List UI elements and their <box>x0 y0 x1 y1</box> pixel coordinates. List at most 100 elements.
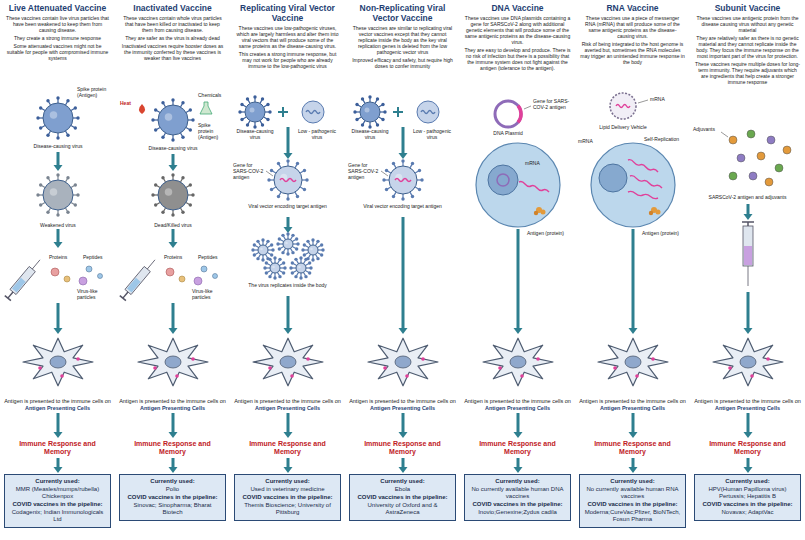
flow-arrow <box>57 413 60 433</box>
illustration-label: mRNA <box>525 160 547 166</box>
spike-protein <box>392 162 395 165</box>
illustration-label: Gene for SARS-COV-2 antigen <box>233 162 265 180</box>
arrow-head <box>744 328 753 334</box>
spike-protein <box>46 176 49 179</box>
leader-line <box>266 171 273 176</box>
box-heading: COVID vaccines in the pipeline: <box>698 501 797 508</box>
box-text: No currently available human DNA vaccine… <box>468 486 567 500</box>
spike-protein <box>189 203 192 206</box>
spike-protein <box>171 173 174 176</box>
antigen-dot <box>728 366 732 370</box>
flow-arrow <box>402 217 405 329</box>
flow-arrow <box>287 458 290 468</box>
immune-response-label: Immune Response and Memory <box>583 440 682 456</box>
arrow-head <box>54 467 63 473</box>
illustration-label: Viral vector encoding target antigen <box>238 203 337 209</box>
virus-detail <box>250 108 255 113</box>
spike-protein <box>277 195 280 198</box>
illustration-label: Heat <box>120 100 140 106</box>
illustration-label: Low - pathogenic virus <box>293 128 341 140</box>
spike-protein <box>320 253 323 256</box>
description-text: They are easy to develop and produce. Th… <box>464 47 571 71</box>
antigen-dot <box>38 366 42 370</box>
dna-plasmid <box>497 174 509 186</box>
spike-protein <box>286 232 289 235</box>
box-heading: Currently used: <box>698 478 797 485</box>
flow-arrow <box>57 229 60 243</box>
spike-protein <box>154 128 157 131</box>
antigen-presenting-cell <box>23 338 93 386</box>
spike-protein <box>411 162 414 165</box>
spike-protein <box>267 178 270 181</box>
illustration-label: Peptides <box>198 254 227 260</box>
virus-body <box>43 180 73 210</box>
spike-protein <box>189 108 192 111</box>
antigen-adjuvant-particle <box>737 154 745 162</box>
spike-protein <box>382 178 385 181</box>
spike-protein <box>305 178 308 181</box>
immune-response-label: Immune Response and Memory <box>353 440 452 456</box>
box-text: No currently available human RNA vaccine… <box>583 486 682 500</box>
flow-arrow <box>172 154 175 166</box>
spike-protein <box>309 266 312 269</box>
antigen-caption: Antigen Presenting Cells <box>693 405 802 412</box>
spike-protein <box>303 169 306 172</box>
heat-flame <box>139 104 145 114</box>
usage-box: Currently used:MMR (Measles/mumps/rubell… <box>4 474 111 528</box>
spike-protein <box>273 276 276 279</box>
antigen-adjuvant-particle <box>765 178 773 186</box>
antigen-gene <box>518 106 521 123</box>
flow-arrow <box>57 152 60 166</box>
arrow-head <box>54 432 63 438</box>
immune-response-label: Immune Response and Memory <box>238 440 337 456</box>
illustration-label: Adjuvants <box>693 126 723 132</box>
low-pathogenic-virus <box>417 101 439 123</box>
antigen-caption: Antigen Presenting Cells <box>233 405 342 412</box>
peptide-particle <box>201 266 207 272</box>
spike-protein <box>278 258 281 261</box>
antigen-dot <box>405 374 409 378</box>
spike-protein <box>171 138 174 141</box>
spike-protein <box>161 101 164 104</box>
spike-protein <box>401 159 404 162</box>
virus-detail <box>165 188 173 196</box>
box-heading: COVID vaccines in the pipeline: <box>468 501 567 508</box>
flow-arrow <box>747 292 750 329</box>
arrow-head <box>54 242 63 248</box>
antigen-dot <box>60 374 64 378</box>
cell-nucleus <box>488 165 518 195</box>
spike-protein <box>320 243 323 246</box>
antigen-caption: Antigen Presenting Cells <box>3 405 112 412</box>
syringe-plunger <box>120 296 126 301</box>
spike-protein <box>253 95 256 98</box>
spike-protein <box>265 271 268 274</box>
spike-protein <box>401 197 404 200</box>
antigen-presenting-cell <box>253 338 323 386</box>
spike-protein <box>383 110 386 113</box>
arrow-head <box>399 467 408 473</box>
arrow-head <box>284 328 293 334</box>
spike-protein <box>411 195 414 198</box>
spike-protein <box>381 103 384 106</box>
arrow-head <box>54 328 63 334</box>
syringe-fluid <box>127 278 141 293</box>
antigen-caption: Antigen Presenting Cells <box>463 405 572 412</box>
spike-protein <box>171 213 174 216</box>
syringe-plunger <box>8 292 13 298</box>
illustration-label: Proteins <box>49 254 77 260</box>
antigen-dot <box>536 357 540 361</box>
illustration-label: Weakened virus <box>23 222 93 228</box>
description-text: These vaccines are similar to replicatin… <box>350 25 455 55</box>
spike-protein <box>282 271 285 274</box>
arrow-head <box>399 153 408 159</box>
spike-protein <box>56 173 59 176</box>
spike-protein <box>277 162 280 165</box>
spike-protein <box>355 118 358 121</box>
cell-nucleus <box>625 356 641 368</box>
dna-plasmid <box>495 101 521 127</box>
spike-protein <box>66 176 69 179</box>
spike-protein <box>316 240 319 243</box>
immune-response-label: Immune Response and Memory <box>468 440 567 456</box>
illustration-label: Virus-like particles <box>192 288 227 300</box>
